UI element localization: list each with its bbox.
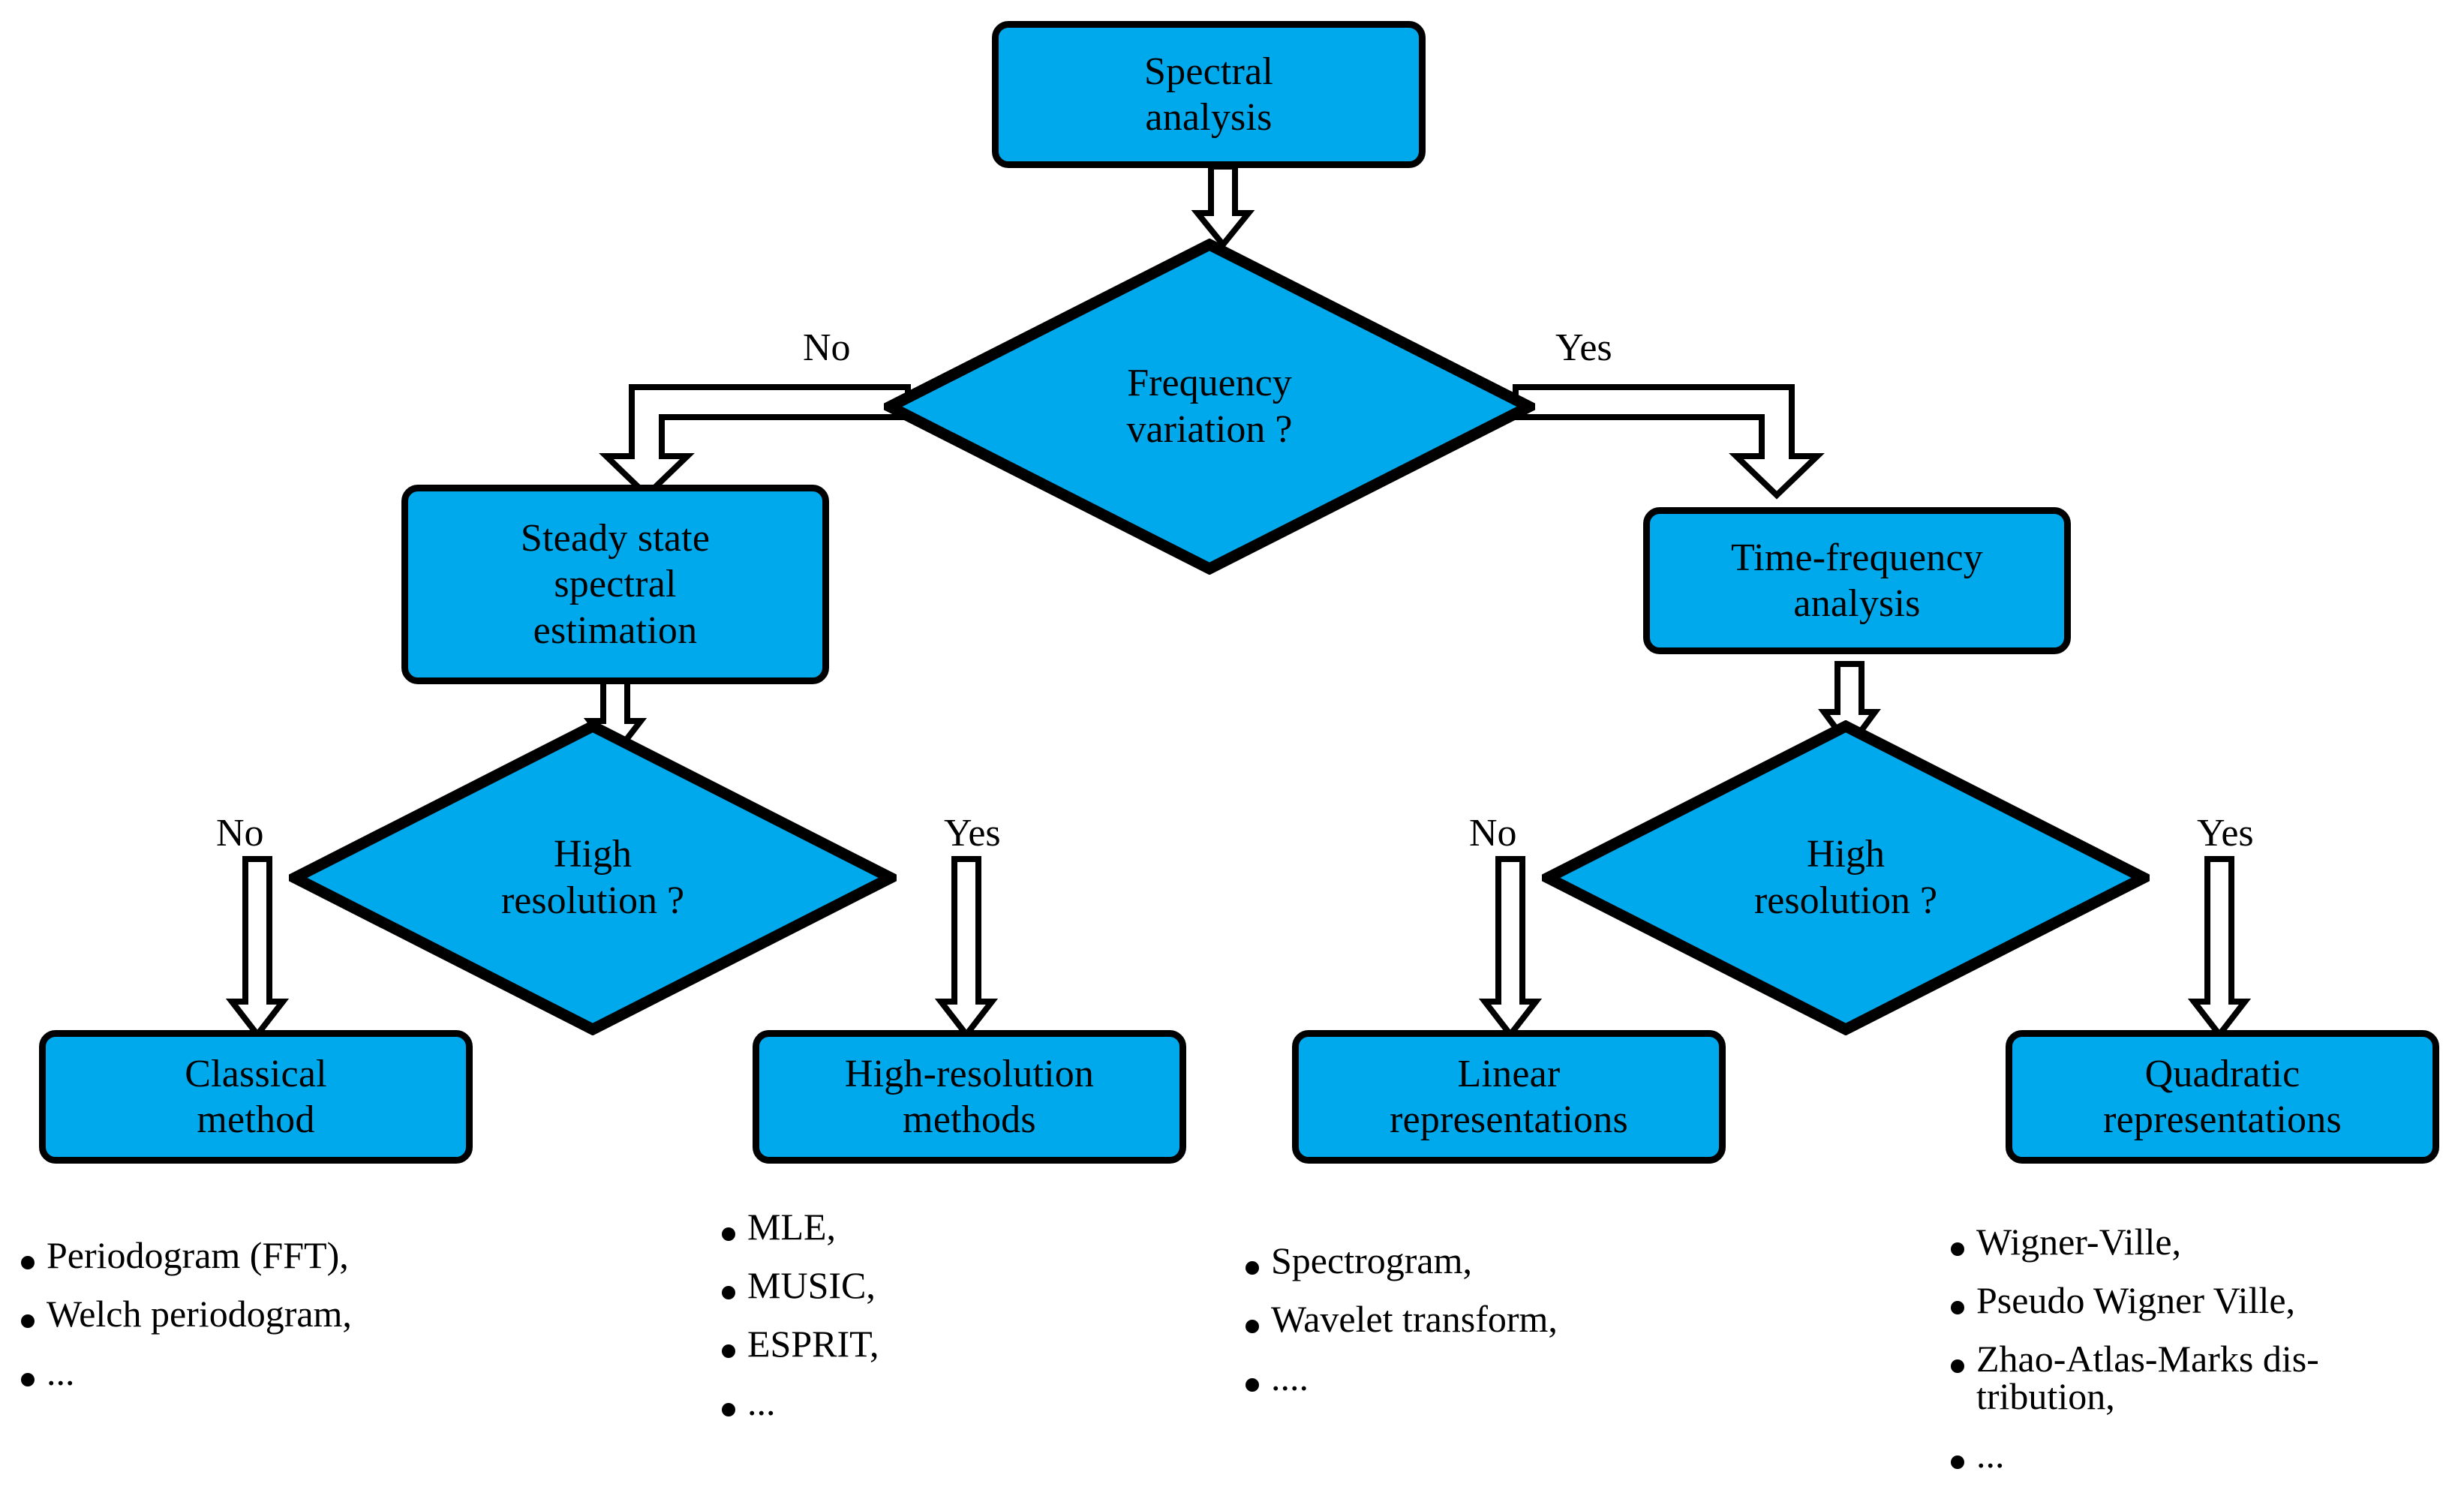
list-item-label: Pseudo Wigner Ville, (1976, 1279, 2296, 1321)
list-item: Pseudo Wigner Ville, (1951, 1281, 2446, 1319)
edge-label-frequency-yes: Yes (1555, 326, 1612, 369)
bullet-dot-icon (722, 1227, 735, 1241)
node-spectral-analysis[interactable]: Spectral analysis (992, 21, 1426, 168)
node-time-frequency-analysis[interactable]: Time-frequency analysis (1643, 507, 2071, 654)
bullet-dot-icon (722, 1286, 735, 1299)
diamond-shape (289, 720, 897, 1035)
edge-label-resolution-left-yes: Yes (944, 812, 1001, 855)
connector-root-to-frequency (1178, 164, 1268, 250)
list-classical-methods: Periodogram (FFT), Welch periodogram, ..… (21, 1236, 501, 1412)
node-high-resolution-right[interactable]: High resolution ? (1542, 720, 2150, 1035)
list-item-label: ... (47, 1351, 75, 1393)
bullet-dot-icon (1951, 1455, 1964, 1469)
connector-resolution-left-yes-to-high-resolution (923, 856, 1020, 1040)
bullet-dot-icon (1951, 1359, 1964, 1373)
list-item: .... (1246, 1359, 1711, 1396)
list-item-label: MUSIC, (747, 1264, 876, 1306)
bullet-dot-icon (21, 1373, 35, 1386)
list-linear-representations: Spectrogram, Wavelet transform, .... (1246, 1242, 1711, 1417)
list-item: Welch periodogram, (21, 1295, 501, 1332)
bullet-dot-icon (1951, 1242, 1964, 1256)
list-item: ... (1951, 1436, 2446, 1473)
edge-label-resolution-right-yes: Yes (2197, 812, 2254, 855)
list-item: ESPRIT, (722, 1325, 1142, 1362)
list-item-label: Periodogram (FFT), (47, 1234, 349, 1276)
node-quadratic-representations[interactable]: Quadratic representations (2006, 1030, 2439, 1164)
list-high-resolution-methods: MLE, MUSIC, ESPRIT, ... (722, 1208, 1142, 1442)
edge-label-resolution-left-no: No (216, 812, 264, 855)
bullet-dot-icon (21, 1314, 35, 1328)
bullet-dot-icon (722, 1403, 735, 1416)
edge-label-resolution-right-no: No (1469, 812, 1517, 855)
list-item-label: Zhao-Atlas-Marks dis- tribution, (1976, 1338, 2319, 1417)
list-item: Wigner-Ville, (1951, 1223, 2446, 1260)
node-linear-representations[interactable]: Linear representations (1292, 1030, 1726, 1164)
list-item-label: ... (1976, 1434, 2005, 1476)
connector-resolution-right-yes-to-quadratic (2176, 856, 2273, 1040)
diamond-shape (1542, 720, 2150, 1035)
node-steady-state-spectral-estimation[interactable]: Steady state spectral estimation (401, 485, 829, 684)
list-item-label: MLE, (747, 1206, 837, 1248)
connector-frequency-yes-to-time-frequency (1513, 375, 1846, 503)
list-item-label: Wigner-Ville, (1976, 1221, 2182, 1263)
node-frequency-variation[interactable]: Frequency variation ? (884, 239, 1535, 575)
list-quadratic-representations: Wigner-Ville, Pseudo Wigner Ville, Zhao-… (1951, 1223, 2446, 1490)
list-item: Zhao-Atlas-Marks dis- tribution, (1951, 1340, 2446, 1415)
node-high-resolution-methods[interactable]: High-resolution methods (753, 1030, 1186, 1164)
list-item-label: .... (1271, 1356, 1309, 1398)
bullet-dot-icon (21, 1256, 35, 1269)
node-classical-method[interactable]: Classical method (39, 1030, 473, 1164)
list-item-label: Spectrogram, (1271, 1239, 1472, 1281)
connector-frequency-no-to-steady-state (578, 375, 911, 503)
list-item-label: Wavelet transform, (1271, 1298, 1558, 1340)
list-item: Periodogram (FFT), (21, 1236, 501, 1274)
list-item: MUSIC, (722, 1266, 1142, 1304)
bullet-dot-icon (1246, 1378, 1259, 1392)
bullet-dot-icon (1246, 1320, 1259, 1333)
bullet-dot-icon (722, 1344, 735, 1358)
list-item-label: ESPRIT, (747, 1323, 879, 1365)
list-item-label: Welch periodogram, (47, 1293, 352, 1335)
edge-label-frequency-no: No (803, 326, 851, 369)
list-item-label: ... (747, 1381, 776, 1423)
bullet-dot-icon (1246, 1261, 1259, 1275)
list-item: Wavelet transform, (1246, 1300, 1711, 1338)
list-item: MLE, (722, 1208, 1142, 1245)
list-item: ... (21, 1353, 501, 1391)
list-item: ... (722, 1383, 1142, 1421)
node-high-resolution-left[interactable]: High resolution ? (289, 720, 897, 1035)
list-item: Spectrogram, (1246, 1242, 1711, 1279)
diamond-shape (884, 239, 1535, 575)
bullet-dot-icon (1951, 1301, 1964, 1314)
